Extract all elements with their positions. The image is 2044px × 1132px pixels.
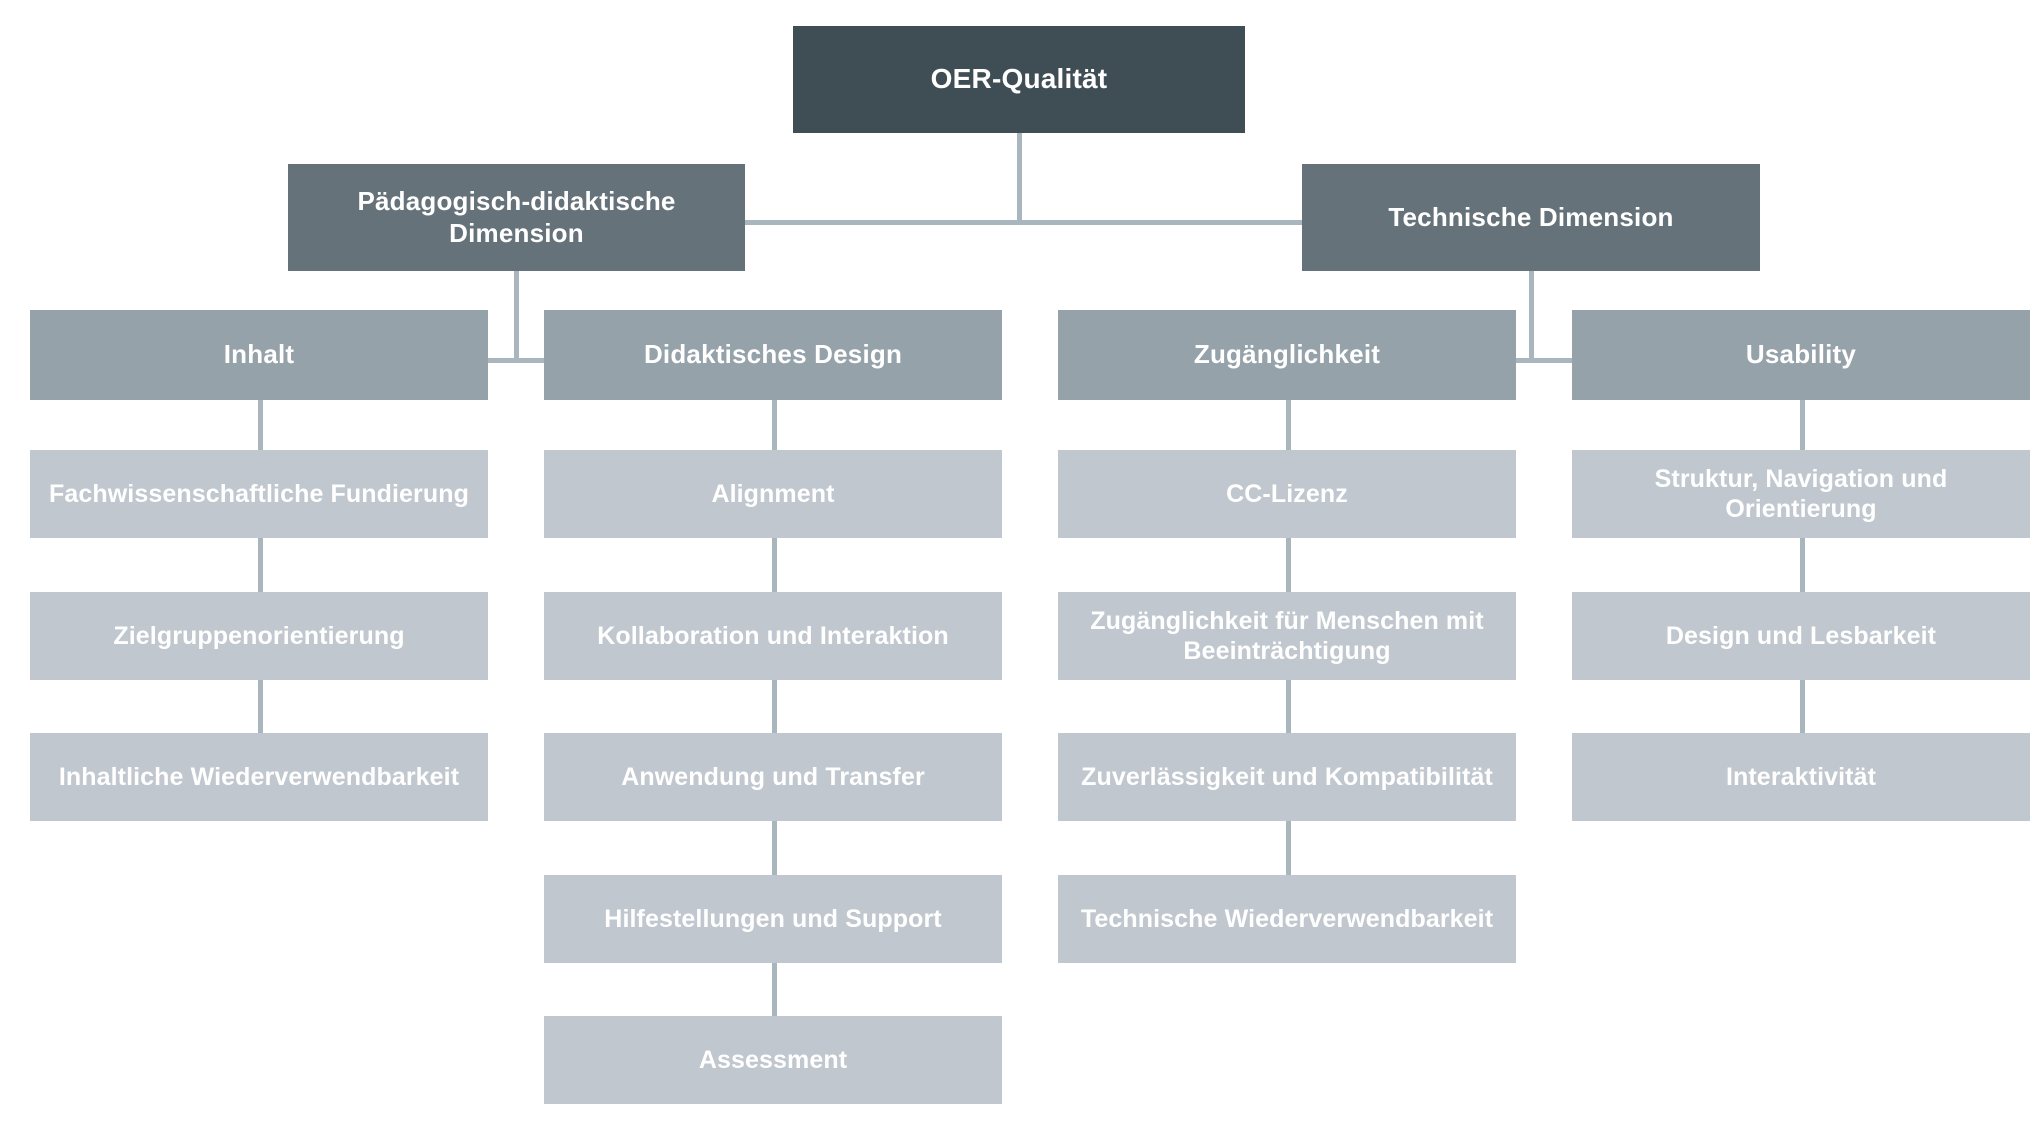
node-label: OER-Qualität bbox=[930, 63, 1108, 95]
node-technische-wiederverwendbarkeit[interactable]: Technische Wiederverwendbarkeit bbox=[1058, 875, 1516, 963]
node-label: Assessment bbox=[698, 1045, 848, 1074]
node-label: Zielgruppenorientierung bbox=[113, 621, 405, 650]
connector-paed-down bbox=[514, 270, 519, 363]
node-label: Inhalt bbox=[223, 339, 295, 370]
node-label: Alignment bbox=[711, 479, 835, 508]
node-label: Zuverlässigkeit und Kompatibilität bbox=[1081, 762, 1493, 791]
node-label: Inhaltliche Wiederverwendbarkeit bbox=[58, 762, 460, 791]
node-label: Didaktisches Design bbox=[643, 339, 903, 370]
node-label: Technische Dimension bbox=[1388, 201, 1674, 232]
node-assessment[interactable]: Assessment bbox=[544, 1016, 1002, 1104]
node-label: CC-Lizenz bbox=[1226, 479, 1348, 508]
node-label: Usability bbox=[1745, 339, 1857, 370]
node-label: Interaktivität bbox=[1725, 762, 1877, 791]
node-label: Design und Lesbarkeit bbox=[1665, 621, 1937, 650]
node-kollaboration-und-interaktion[interactable]: Kollaboration und Interaktion bbox=[544, 592, 1002, 680]
node-label: Hilfestellungen und Support bbox=[604, 904, 942, 933]
node-inhaltliche-wiederverwendbarkeit[interactable]: Inhaltliche Wiederverwendbarkeit bbox=[30, 733, 488, 821]
node-usability[interactable]: Usability bbox=[1572, 310, 2030, 400]
connector-didaktik-chain bbox=[772, 400, 777, 1020]
node-technische-dimension[interactable]: Technische Dimension bbox=[1302, 164, 1760, 271]
node-interaktivitaet[interactable]: Interaktivität bbox=[1572, 733, 2030, 821]
node-label: Pädagogisch-didaktische Dimension bbox=[357, 185, 676, 248]
connector-inhalt-chain bbox=[258, 400, 263, 736]
node-label: Zugänglichkeit für Menschen mit Beeinträ… bbox=[1090, 606, 1484, 666]
node-label: Kollaboration und Interaktion bbox=[597, 621, 949, 650]
connector-usability-chain bbox=[1800, 400, 1805, 736]
node-label: Zugänglichkeit bbox=[1193, 339, 1381, 370]
node-zugaenglichkeit[interactable]: Zugänglichkeit bbox=[1058, 310, 1516, 400]
node-hilfestellungen-und-support[interactable]: Hilfestellungen und Support bbox=[544, 875, 1002, 963]
node-alignment[interactable]: Alignment bbox=[544, 450, 1002, 538]
connector-root-down bbox=[1017, 133, 1022, 223]
connector-tech-category-bus bbox=[1288, 358, 1804, 363]
node-fachwissenschaftliche-fundierung[interactable]: Fachwissenschaftliche Fundierung bbox=[30, 450, 488, 538]
node-label: Technische Wiederverwendbarkeit bbox=[1080, 904, 1494, 933]
connector-paed-category-bus bbox=[258, 358, 774, 363]
node-zugaenglichkeit-fuer-menschen-mit-beeintraechtigung[interactable]: Zugänglichkeit für Menschen mit Beeinträ… bbox=[1058, 592, 1516, 680]
node-zielgruppenorientierung[interactable]: Zielgruppenorientierung bbox=[30, 592, 488, 680]
node-label: Fachwissenschaftliche Fundierung bbox=[49, 479, 469, 508]
node-zuverlaessigkeit-und-kompatibilitaet[interactable]: Zuverlässigkeit und Kompatibilität bbox=[1058, 733, 1516, 821]
node-label: Anwendung und Transfer bbox=[621, 762, 925, 791]
node-didaktisches-design[interactable]: Didaktisches Design bbox=[544, 310, 1002, 400]
node-inhalt[interactable]: Inhalt bbox=[30, 310, 488, 400]
node-struktur-navigation-und-orientierung[interactable]: Struktur, Navigation und Orientierung bbox=[1572, 450, 2030, 538]
node-design-und-lesbarkeit[interactable]: Design und Lesbarkeit bbox=[1572, 592, 2030, 680]
node-paedagogisch-didaktische-dimension[interactable]: Pädagogisch-didaktische Dimension bbox=[288, 164, 745, 271]
node-anwendung-und-transfer[interactable]: Anwendung und Transfer bbox=[544, 733, 1002, 821]
connector-tech-down bbox=[1529, 270, 1534, 363]
connector-dimension-bus bbox=[745, 220, 1302, 225]
node-oer-qualitaet[interactable]: OER-Qualität bbox=[793, 26, 1245, 133]
node-label: Struktur, Navigation und Orientierung bbox=[1654, 464, 1948, 524]
node-cc-lizenz[interactable]: CC-Lizenz bbox=[1058, 450, 1516, 538]
